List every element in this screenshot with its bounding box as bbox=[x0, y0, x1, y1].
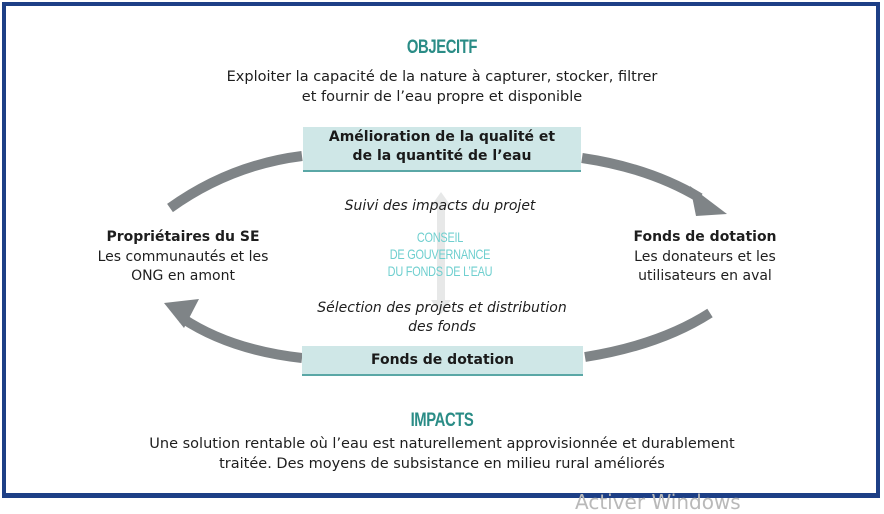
activate-windows-watermark: Activer Windows bbox=[575, 490, 741, 514]
left-node-ecosystem-owners: Propriétaires du SE Les communautés et l… bbox=[68, 226, 298, 286]
selection-label: Sélection des projets et distribution de… bbox=[270, 299, 614, 337]
left-node-line-2: ONG en amont bbox=[131, 268, 235, 284]
selection-line-2: des fonds bbox=[408, 319, 476, 335]
arrowhead-right-icon bbox=[690, 186, 727, 216]
endowment-fund-box: Fonds de dotation bbox=[302, 346, 583, 376]
selection-line-1: Sélection des projets et distribution bbox=[317, 300, 567, 316]
arrowhead-left-icon bbox=[164, 299, 199, 328]
right-node-line-2: utilisateurs en aval bbox=[638, 268, 772, 284]
objective-line-1: Exploiter la capacité de la nature à cap… bbox=[226, 69, 658, 85]
left-node-title: Propriétaires du SE bbox=[106, 229, 260, 245]
quality-box-line-2: de la quantité de l’eau bbox=[352, 148, 532, 164]
diagram-frame bbox=[2, 2, 880, 498]
impacts-line-1: Une solution rentable où l’eau est natur… bbox=[149, 436, 735, 452]
arc-top-left bbox=[167, 151, 303, 213]
right-node-endowment-fund: Fonds de dotation Les donateurs et les u… bbox=[590, 226, 820, 286]
objective-line-2: et fournir de l’eau propre et disponible bbox=[301, 89, 583, 105]
arc-top-right bbox=[581, 153, 703, 203]
council-line-3: DU FONDS DE L’EAU bbox=[387, 263, 493, 279]
monitoring-label: Suivi des impacts du projet bbox=[344, 198, 536, 214]
impacts-heading: IMPACTS bbox=[410, 410, 474, 431]
center-vertical-arrow-icon bbox=[431, 192, 451, 314]
right-node-title: Fonds de dotation bbox=[633, 229, 777, 245]
council-line-1: CONSEIL bbox=[416, 229, 464, 245]
objective-heading: OBJECITF bbox=[406, 37, 478, 58]
quality-box-line-1: Amélioration de la qualité et bbox=[328, 129, 556, 145]
council-line-2: DE GOUVERNANCE bbox=[389, 246, 491, 262]
impacts-line-2: traitée. Des moyens de subsistance en mi… bbox=[219, 456, 665, 472]
left-node-line-1: Les communautés et les bbox=[97, 249, 269, 265]
governance-council-label: CONSEIL DE GOUVERNANCE DU FONDS DE L’EAU bbox=[362, 229, 518, 280]
arc-bottom-left bbox=[179, 313, 303, 363]
right-node-line-1: Les donateurs et les bbox=[634, 249, 776, 265]
quality-quantity-box: Amélioration de la qualité et de la quan… bbox=[303, 127, 581, 172]
arc-bottom-right bbox=[584, 308, 713, 362]
